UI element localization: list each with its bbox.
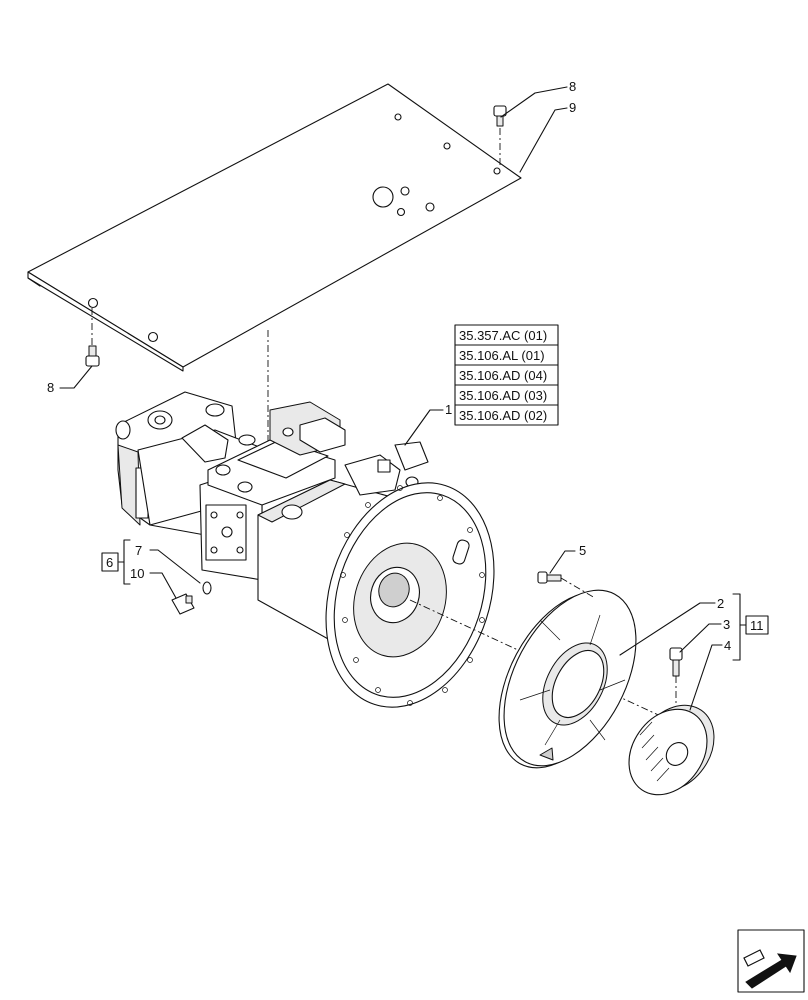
callout-7: 7 [135,543,142,558]
leader-lines [59,86,723,711]
callout-1: 1 [445,402,452,417]
callout-9: 9 [569,100,576,115]
bracket-6 [118,539,131,585]
bolt-3 [669,647,683,712]
cover-plate [27,83,522,372]
callout-5: 5 [579,543,586,558]
shaft-centerline [409,599,681,726]
reference-table [454,324,559,426]
callout-4: 4 [724,638,731,653]
callout-2: 2 [717,596,724,611]
ref-link-5[interactable]: 35.106.AD (02) [459,408,547,423]
ref-link-1[interactable]: 35.357.AC (01) [459,328,547,343]
ref-link-3[interactable]: 35.106.AD (04) [459,368,547,383]
arrow-icon[interactable] [737,929,805,993]
main-pump [115,391,495,708]
callout-8-top: 8 [569,79,576,94]
bolt-left [85,308,100,367]
adapter-plate [498,589,637,769]
bracket-11 [732,593,747,661]
callout-6: 6 [106,555,113,570]
bolt-top [493,105,507,166]
bolt-5 [537,571,596,599]
callout-8-left: 8 [47,380,54,395]
reference-links: 35.357.AC (01) 35.106.AL (01) 35.106.AD … [459,328,547,423]
callout-10: 10 [130,566,144,581]
ref-link-4[interactable]: 35.106.AD (03) [459,388,547,403]
plug-assembly [171,581,212,615]
callout-6-box[interactable]: 6 [101,552,119,572]
callout-11-box[interactable]: 11 [745,615,769,635]
ref-link-2[interactable]: 35.106.AL (01) [459,348,545,363]
gear-coupling [628,704,715,796]
callout-11: 11 [750,618,764,633]
callout-3: 3 [723,617,730,632]
